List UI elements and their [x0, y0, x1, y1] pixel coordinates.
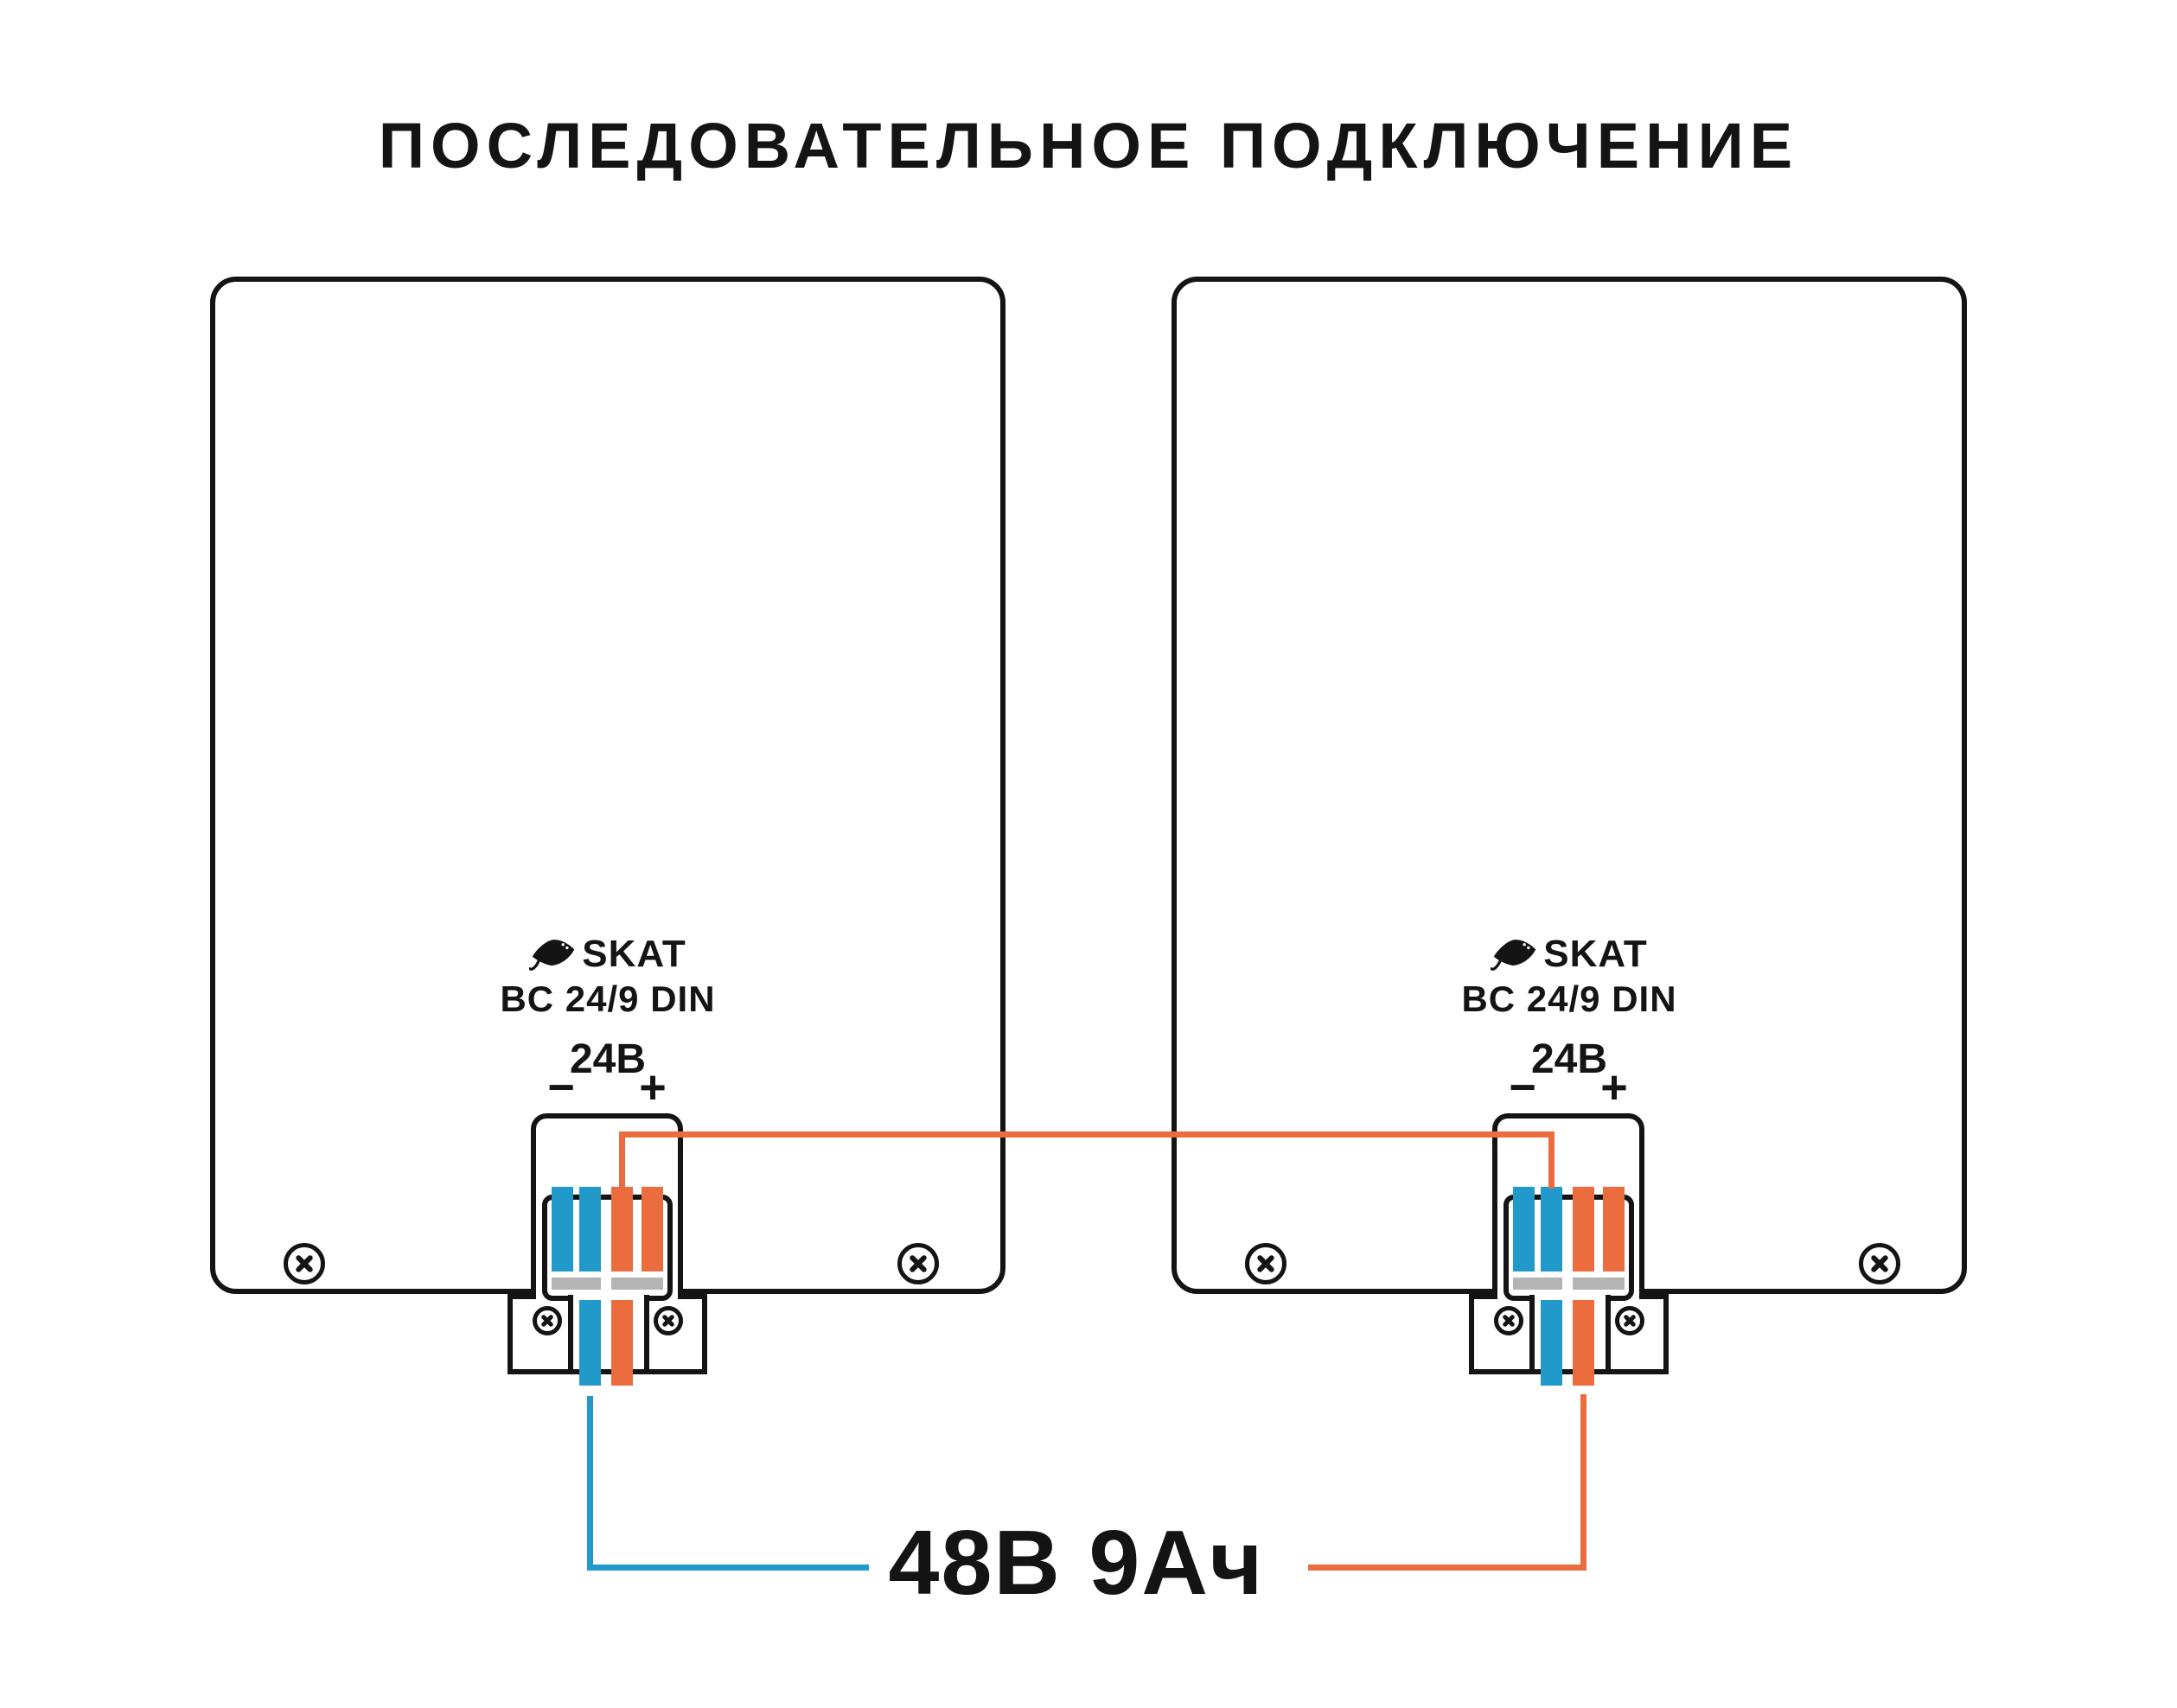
case-screw-icon [284, 1243, 325, 1284]
output-label: 48В 9Ач [888, 1512, 1265, 1614]
bracket-screw-icon [1615, 1306, 1644, 1335]
plus-terminal-label: + [1600, 1061, 1628, 1113]
terminal-channel-opening [573, 1293, 644, 1303]
channel-wall [1529, 1295, 1535, 1373]
negative-wire-stub [1541, 1300, 1562, 1386]
page-title: ПОСЛЕДОВАТЕЛЬНОЕ ПОДКЛЮЧЕНИЕ [378, 110, 1799, 182]
channel-wall [1606, 1295, 1611, 1373]
model-label: BC 24/9 DIN [500, 978, 716, 1019]
case-screw-icon [897, 1243, 939, 1284]
negative-terminal-bar [552, 1187, 573, 1271]
bracket-screw-icon [654, 1306, 683, 1335]
positive-wire-stub [611, 1300, 633, 1386]
model-label: BC 24/9 DIN [1461, 978, 1677, 1019]
series-wire-horizontal [619, 1131, 1555, 1138]
negative-terminal-bar [1513, 1187, 1535, 1271]
channel-wall [644, 1295, 649, 1373]
case-screw-icon [1245, 1243, 1286, 1284]
positive-terminal-bar [1603, 1187, 1625, 1271]
output-negative-wire-horizontal [587, 1565, 869, 1571]
negative-terminal-bar [1541, 1187, 1562, 1271]
terminal-clamp [611, 1278, 663, 1290]
stingray-icon [1491, 940, 1536, 971]
plus-terminal-label: + [639, 1061, 667, 1113]
channel-wall [568, 1295, 573, 1373]
output-negative-wire-vertical [587, 1396, 593, 1571]
output-positive-wire-horizontal [1308, 1565, 1586, 1571]
positive-wire-stub [1573, 1300, 1594, 1386]
bracket-screw-icon [533, 1306, 562, 1335]
mounting-bracket [508, 1294, 707, 1374]
minus-terminal-label: − [1509, 1061, 1536, 1113]
minus-terminal-label: − [547, 1061, 575, 1113]
series-wire-right-drop [1548, 1131, 1555, 1189]
positive-terminal-bar [611, 1187, 633, 1271]
brand-name-label: SKAT [582, 933, 686, 975]
mounting-bracket [1469, 1294, 1669, 1374]
brand-logo-row: SKAT [1344, 934, 1794, 975]
negative-terminal-bar [579, 1187, 601, 1271]
terminal-channel-opening [1535, 1293, 1606, 1303]
terminal-clamp [1513, 1278, 1562, 1290]
positive-terminal-bar [642, 1187, 663, 1271]
output-positive-wire-vertical [1580, 1394, 1586, 1571]
case-screw-icon [1859, 1243, 1900, 1284]
voltage-label: 24В [569, 1036, 647, 1082]
terminal-clamp [1573, 1278, 1625, 1290]
stingray-icon [529, 940, 575, 971]
positive-terminal-bar [1573, 1187, 1594, 1271]
negative-wire-stub [579, 1300, 601, 1386]
brand-logo-row: SKAT [383, 934, 833, 975]
brand-name-label: SKAT [1543, 933, 1648, 975]
bracket-screw-icon [1494, 1306, 1523, 1335]
terminal-clamp [552, 1278, 601, 1290]
series-wire-left-drop [619, 1131, 625, 1192]
voltage-label: 24В [1530, 1036, 1608, 1082]
